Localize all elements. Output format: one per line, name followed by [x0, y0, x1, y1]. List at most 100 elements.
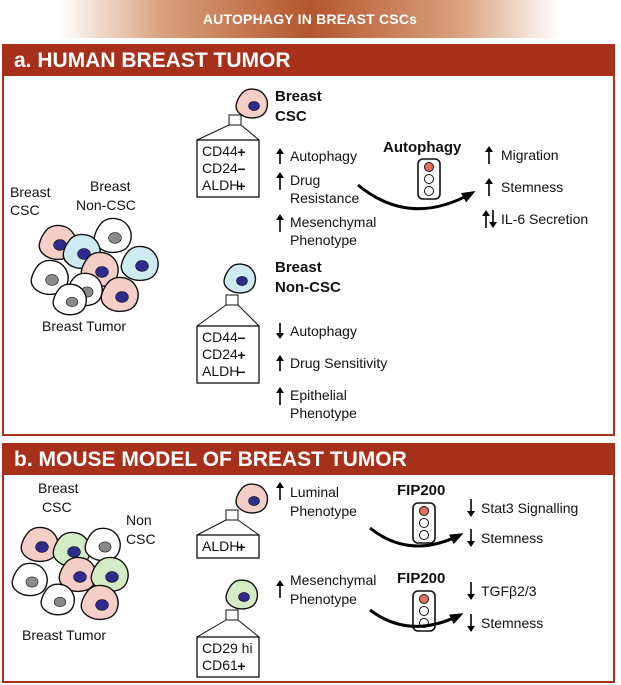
b-cluster-cell-nucleus [73, 571, 87, 583]
a-noncsc-marker-box-zoom-square [225, 294, 239, 306]
a-noncsc-effect-text: Phenotype [290, 405, 357, 421]
a-outcome-text: Stemness [501, 179, 563, 195]
b-mesenchymal-marker-box-marker-sign: + [237, 658, 245, 674]
a-noncsc-marker-box-marker: CD24 [202, 346, 238, 362]
a-cluster-cell-nucleus [115, 291, 129, 303]
a-noncsc-effect-text: Epithelial [290, 387, 347, 403]
b-luminal-curve-arrow-head [449, 533, 464, 545]
a-traffic-light-lamp [424, 162, 434, 172]
a-csc-marker-box-marker: CD24 [202, 160, 238, 176]
a-curve-arrow [357, 183, 473, 211]
b-luminal-marker-box-marker: ALDH [202, 538, 239, 554]
b-luminal-signal-label: FIP200 [397, 482, 445, 499]
a-csc-effect-arrow-head [276, 172, 284, 178]
a-noncsc-effect-arrow-head [276, 333, 284, 339]
a-traffic-light-lamp [424, 174, 434, 184]
b-luminal-effect-text: Phenotype [290, 503, 357, 519]
a-noncsc-effect-arrow-head [276, 387, 284, 393]
a-outcome-text: Migration [501, 147, 559, 163]
a-noncsc-marker-box-marker: ALDH [202, 363, 239, 379]
b-mesenchymal-curve-arrow [369, 608, 461, 628]
a-csc-marker-box [196, 139, 260, 198]
b-cluster-cell-nucleus [105, 571, 119, 583]
a-noncsc-title: Non-CSC [275, 279, 341, 296]
b-luminal-outcome-text: Stat3 Signalling [481, 500, 578, 516]
b-mesenchymal-traffic-light-lamp [419, 594, 429, 604]
b-mesenchymal-effect-text: Phenotype [290, 591, 357, 607]
a-noncsc-effect-text: Autophagy [290, 323, 357, 339]
b-mesenchymal-outcome-arrow-head [467, 594, 475, 600]
b-mesenchymal-outcome-arrow-head [467, 626, 475, 632]
b-mesenchymal-cell-nucleus [238, 592, 250, 602]
a-csc-effect-arrow-head [276, 214, 284, 220]
a-csc-effect-text: Resistance [290, 190, 359, 206]
a-cluster-csc-label: Breast [10, 184, 51, 200]
panel-a-heading: a. HUMAN BREAST TUMOR [4, 46, 613, 76]
b-luminal-marker-box-zoom-line-left [196, 519, 227, 536]
b-luminal-traffic-light-lamp [419, 518, 429, 528]
b-luminal-cell-nucleus [248, 496, 260, 506]
a-cluster-cell-nucleus [108, 232, 122, 244]
a-cluster-cell-nucleus [135, 260, 149, 272]
b-mesenchymal-traffic-light-lamp [419, 606, 429, 616]
a-tumor-label: Breast Tumor [42, 318, 126, 334]
b-luminal-curve-arrow [369, 526, 461, 548]
a-cluster-cell-nucleus [65, 296, 79, 308]
a-csc-marker-box-marker-sign: + [237, 144, 245, 160]
b-cluster-noncsc-label: Non [126, 512, 152, 528]
a-csc-marker-box-marker: CD44 [202, 143, 238, 159]
a-noncsc-marker-box-zoom-line-right [237, 304, 260, 327]
b-mesenchymal-curve-arrow-head [449, 613, 464, 625]
b-luminal-effect-arrow-head [276, 482, 284, 488]
figure-title: AUTOPHAGY IN BREAST CSCs [60, 0, 560, 38]
a-csc-title: Breast [275, 88, 322, 105]
b-luminal-marker-box [196, 534, 260, 559]
a-outcome-arrow-down-head [489, 222, 497, 228]
a-csc-marker-box-marker-sign: + [237, 178, 245, 194]
a-noncsc-marker-box-marker-sign: − [237, 364, 245, 380]
a-csc-cell-nucleus [248, 101, 260, 111]
b-mesenchymal-marker-box-zoom-square [225, 609, 239, 621]
a-noncsc-marker-box-zoom-line-left [196, 304, 227, 327]
b-mesenchymal-effect-arrow-head [276, 580, 284, 586]
a-noncsc-title: Breast [275, 259, 322, 276]
b-mesenchymal-outcome-text: TGFβ2/3 [481, 583, 537, 599]
a-csc-title: CSC [275, 108, 307, 125]
b-luminal-outcome-arrow-head [467, 541, 475, 547]
a-cluster-csc-label: CSC [10, 202, 40, 218]
b-mesenchymal-marker-box-zoom-line-right [237, 619, 260, 638]
b-cluster-cell-nucleus [53, 596, 67, 608]
b-mesenchymal-marker-box-zoom-line-left [196, 619, 227, 638]
a-csc-marker-box-marker: ALDH [202, 177, 239, 193]
b-cluster-noncsc-label: CSC [126, 531, 156, 547]
a-cluster-cell-nucleus [95, 266, 109, 278]
b-luminal-outcome-text: Stemness [481, 530, 543, 546]
a-outcome-arrow-head [485, 178, 493, 184]
a-cluster-noncsc-label: Breast [90, 178, 131, 194]
a-signal-label: Autophagy [383, 139, 462, 156]
a-noncsc-marker-box-marker: CD44 [202, 329, 238, 345]
a-csc-marker-box-zoom-line-left [196, 124, 230, 141]
panel-b-heading: b. MOUSE MODEL OF BREAST TUMOR [4, 445, 613, 475]
b-cluster-csc-label: Breast [38, 480, 79, 496]
a-noncsc-effect-arrow-head [276, 355, 284, 361]
b-mesenchymal-signal-label: FIP200 [397, 570, 445, 587]
a-curve-arrow-head [461, 191, 476, 203]
b-mesenchymal-marker-box-marker: CD61 [202, 657, 238, 673]
a-noncsc-cell-nucleus [236, 276, 248, 286]
b-luminal-traffic-light-lamp [419, 530, 429, 540]
b-cluster-cell-nucleus [98, 541, 112, 553]
b-luminal-outcome-arrow-head [467, 511, 475, 517]
a-outcome-arrow-head [485, 146, 493, 152]
b-cluster-csc-label: CSC [42, 499, 72, 515]
b-luminal-effect-text: Luminal [290, 484, 339, 500]
b-cluster-cell-nucleus [35, 541, 49, 553]
b-tumor-label: Breast Tumor [22, 627, 106, 643]
b-mesenchymal-marker-box-marker: CD29 hi [202, 640, 253, 656]
a-traffic-light-lamp [424, 186, 434, 196]
a-noncsc-effect-text: Drug Sensitivity [290, 355, 387, 371]
b-mesenchymal-outcome-text: Stemness [481, 615, 543, 631]
a-noncsc-marker-box-marker-sign: − [237, 330, 245, 346]
a-csc-marker-box-marker-sign: − [237, 161, 245, 177]
